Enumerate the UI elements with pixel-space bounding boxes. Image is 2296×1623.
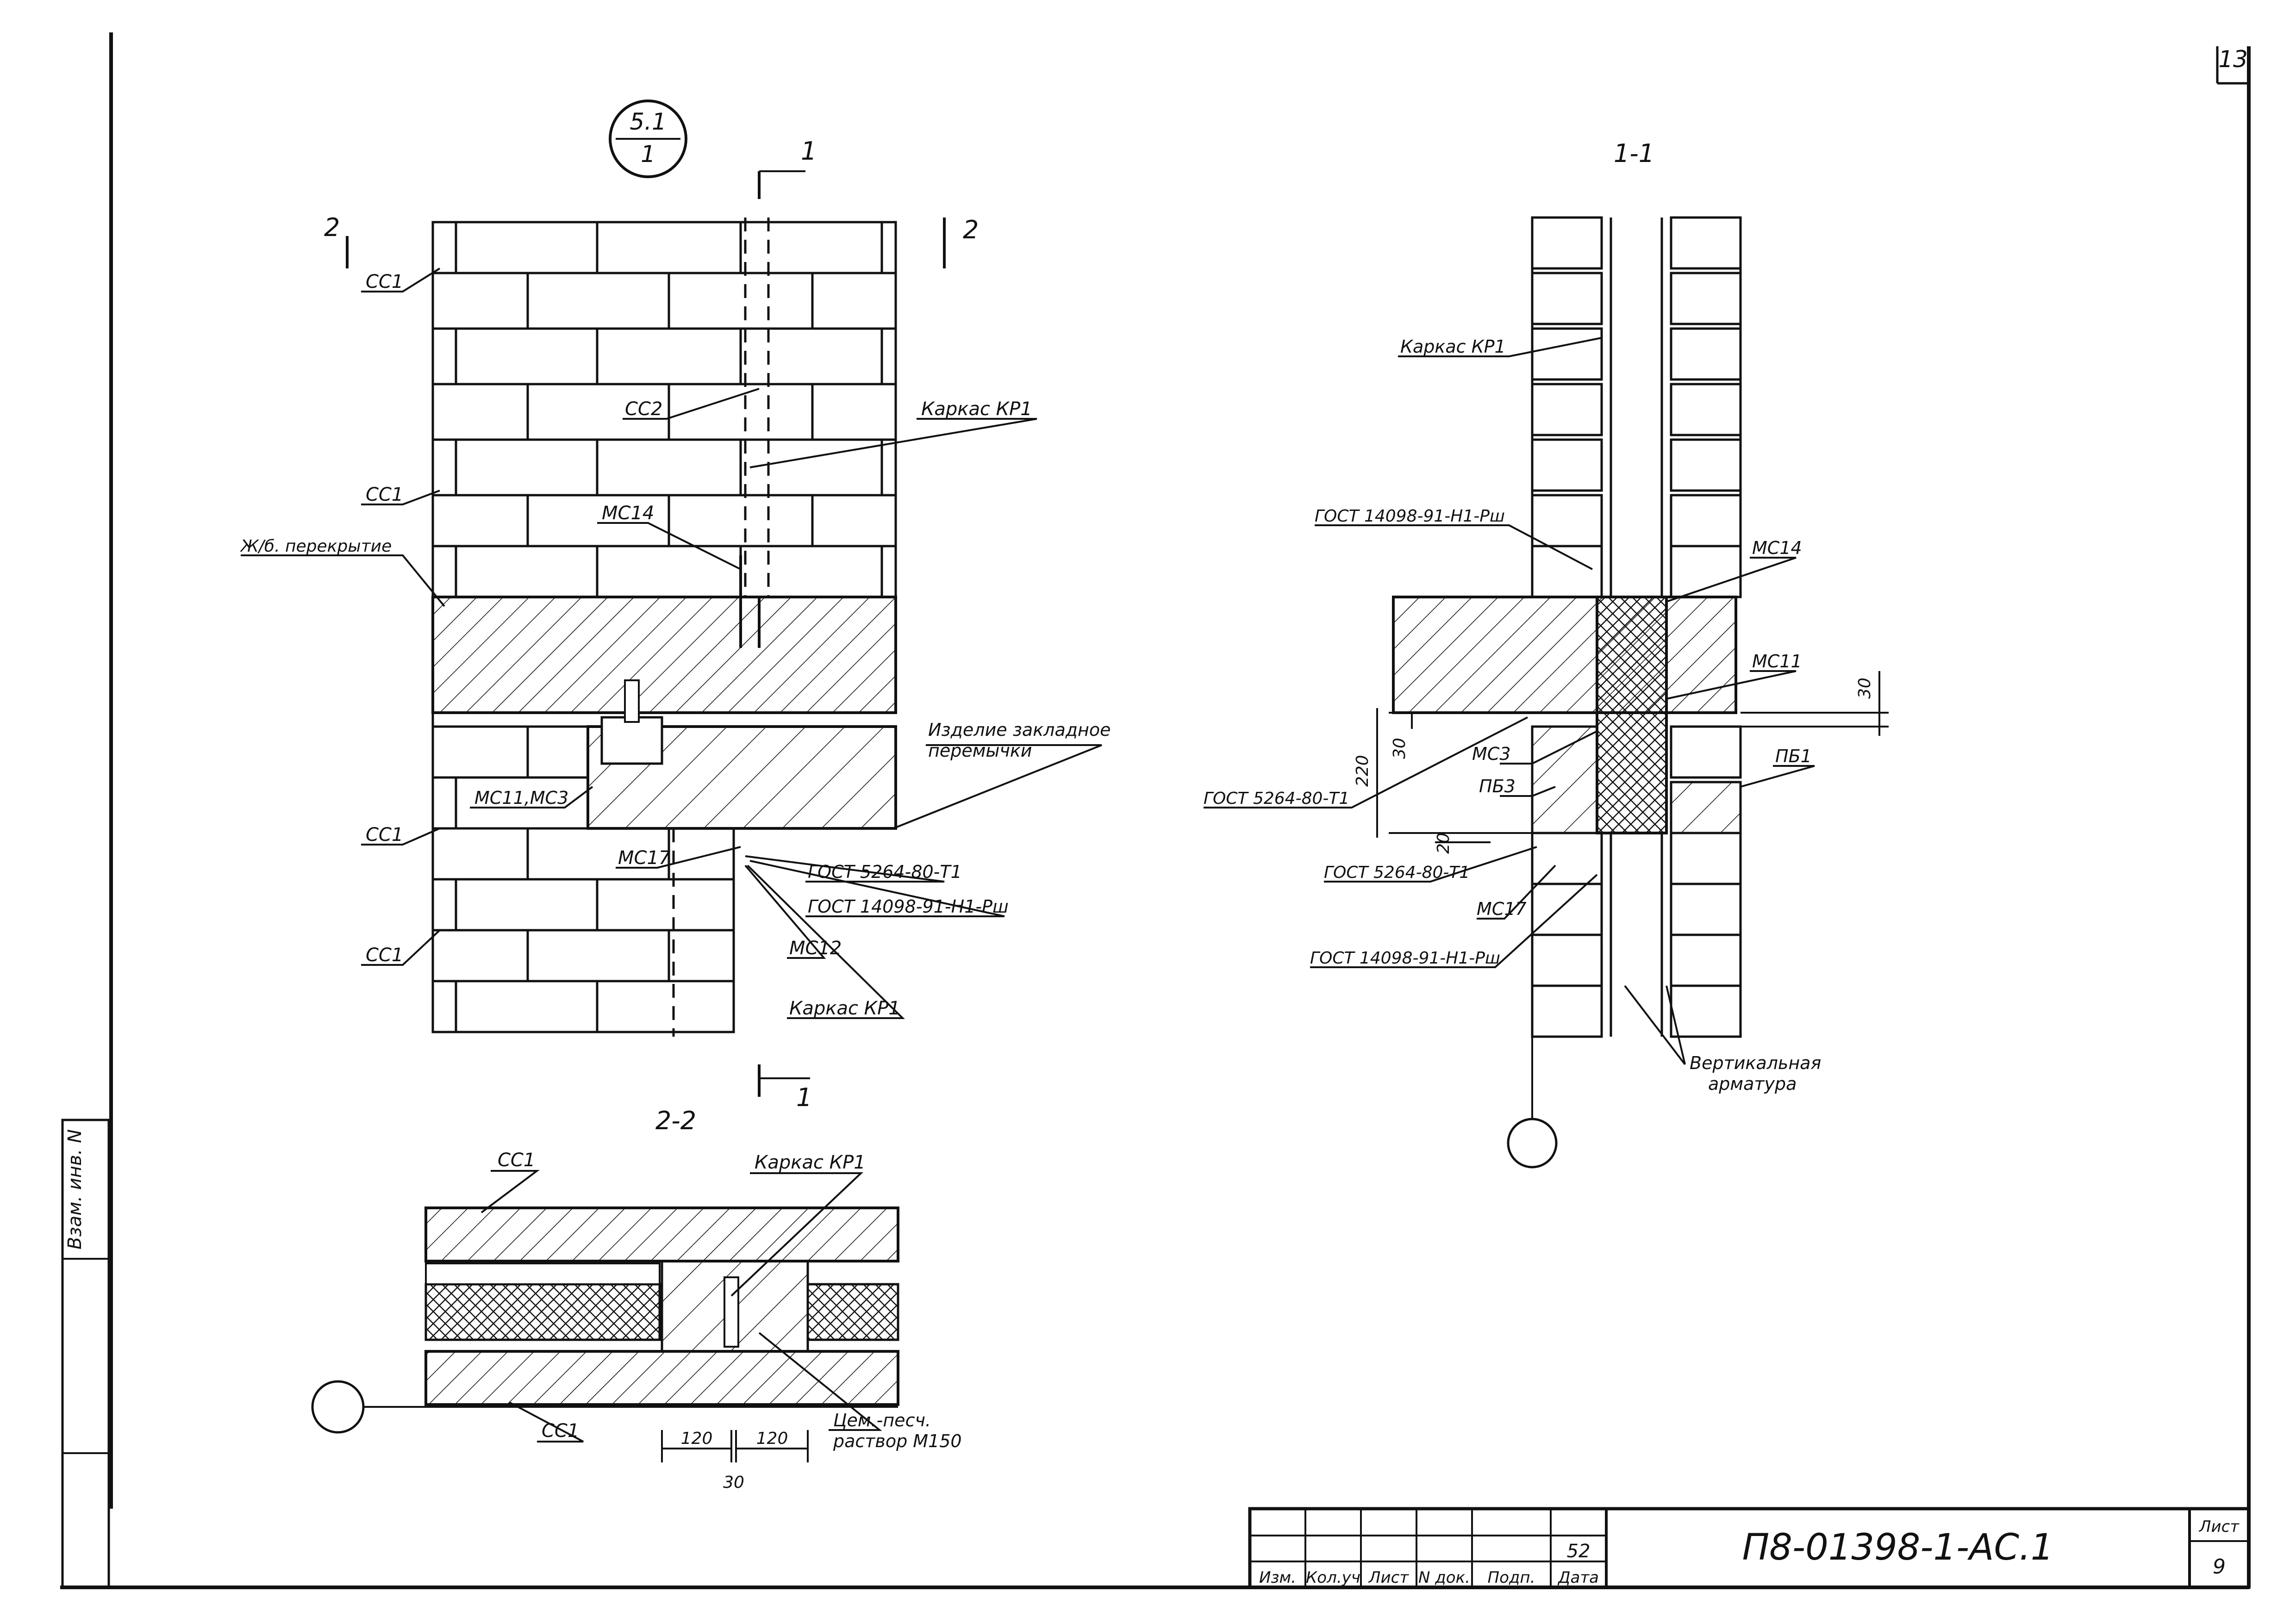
label-mc11-mc3: МС11,МС3 xyxy=(474,788,568,808)
dim-2-2-120b: 120 xyxy=(756,1429,788,1448)
title-col-list: Лист xyxy=(1368,1568,1409,1587)
label-cc1-mid: СС1 xyxy=(366,484,403,505)
title-col-izm: Изм. xyxy=(1259,1568,1296,1587)
label-cc1-low1: СС1 xyxy=(366,824,403,846)
label-1-1-pb1: ПБ1 xyxy=(1775,746,1812,766)
section-1-1-title: 1-1 xyxy=(1614,139,1654,168)
section-1-1-slab xyxy=(1392,596,1737,714)
label-2-2-cc1-top: СС1 xyxy=(498,1150,535,1171)
axis-marker-1-1 xyxy=(1507,1118,1558,1169)
label-slab: Ж/б. перекрытие xyxy=(240,537,392,556)
brick-courses-lower xyxy=(431,713,735,1033)
corner-number: 13 xyxy=(2218,46,2248,73)
side-stamp: Взам. инв. N xyxy=(61,1119,110,1589)
wall-layer-bottom xyxy=(424,1350,899,1406)
label-1-1-vertical2: арматура xyxy=(1708,1074,1797,1094)
label-cc1-top: СС1 xyxy=(366,271,403,292)
sheet-label: Лист xyxy=(2198,1517,2240,1536)
label-1-1-vertical: Вертикальная xyxy=(1690,1053,1821,1073)
dim-1-1-20: 20 xyxy=(1434,833,1453,854)
title-col-koluch: Кол.уч xyxy=(1306,1568,1360,1587)
section-1-1-bricks xyxy=(1531,216,1742,598)
label-1-1-mc14: МС14 xyxy=(1752,538,1802,558)
insulation-left xyxy=(424,1283,661,1341)
section-2-2-title: 2-2 xyxy=(655,1106,696,1135)
label-frame-top: Каркас КР1 xyxy=(921,398,1032,420)
cut-mark-left: 2 xyxy=(324,213,340,242)
lintel-pb3 xyxy=(1531,725,1598,834)
title-col-ndok: N док. xyxy=(1418,1568,1470,1587)
dim-2-2-30: 30 xyxy=(723,1473,744,1492)
label-1-1-mc11: МС11 xyxy=(1752,651,1802,672)
label-2-2-cc1-bottom: СС1 xyxy=(542,1420,579,1442)
sheet-frame: 13 xyxy=(60,32,2251,1589)
label-frame-bottom: Каркас КР1 xyxy=(789,998,900,1019)
insulation-core xyxy=(1596,596,1668,834)
label-1-1-gost-weld2: ГОСТ 5264-80-Т1 xyxy=(1324,863,1470,882)
label-2-2-frame: Каркас КР1 xyxy=(755,1152,866,1173)
elevation-leaders xyxy=(241,267,1102,1019)
callout-top: 5.1 xyxy=(630,108,667,135)
elevation-view: 5.1 1 1 1 2 2 xyxy=(240,99,1111,1112)
label-2-2-mortar2: раствор М150 xyxy=(833,1431,962,1451)
title-col-data: Дата xyxy=(1557,1568,1599,1587)
sheet-number: 9 xyxy=(2213,1555,2226,1579)
dim-1-1-220: 220 xyxy=(1353,755,1372,787)
label-mc17: МС17 xyxy=(618,847,671,869)
lintel-pb1 xyxy=(1670,781,1742,834)
insulation-gap-top xyxy=(425,1262,661,1285)
label-1-1-gost-weld1: ГОСТ 5264-80-Т1 xyxy=(1204,789,1349,808)
section-1-1-bricks-lower xyxy=(1531,725,1742,1038)
label-1-1-mc3: МС3 xyxy=(1472,744,1511,764)
brick-courses-upper xyxy=(431,221,897,598)
label-mc14: МС14 xyxy=(602,503,654,524)
label-cc2: СС2 xyxy=(625,398,662,420)
label-1-1-mc17: МС17 xyxy=(1477,899,1527,919)
cut-mark-right: 2 xyxy=(963,215,979,244)
label-embed2: перемычки xyxy=(928,740,1032,761)
axis-marker-2-2 xyxy=(311,1380,365,1434)
dim-2-2-120a: 120 xyxy=(681,1429,713,1448)
title-col-podp: Подп. xyxy=(1488,1568,1535,1587)
label-2-2-mortar: Цем.-песч. xyxy=(833,1410,931,1430)
label-gost1: ГОСТ 5264-80-Т1 xyxy=(808,862,962,882)
side-stamp-label: Взам. инв. N xyxy=(64,1129,86,1250)
callout-bottom: 1 xyxy=(641,141,655,168)
section-1-1: 1-1 xyxy=(1204,139,1889,1169)
label-gost2: ГОСТ 14098-91-Н1-Рш xyxy=(808,896,1009,917)
section-2-2: 2-2 СС1 Каркас КР1 СС1 Цем.-песч. раство… xyxy=(311,1106,962,1492)
floor-slab xyxy=(431,596,897,714)
label-1-1-frame: Каркас КР1 xyxy=(1400,336,1506,357)
label-mc12: МС12 xyxy=(789,938,842,959)
insulation-right xyxy=(806,1283,899,1341)
label-1-1-gost-top: ГОСТ 14098-91-Н1-Рш xyxy=(1315,507,1505,526)
wall-layer-top xyxy=(424,1206,899,1262)
section-2-2-leaders xyxy=(480,1170,882,1462)
section-1-1-leaders xyxy=(1204,337,1815,1065)
dim-1-1-30-left: 30 xyxy=(1390,738,1409,759)
label-1-1-pb3: ПБ3 xyxy=(1479,776,1516,796)
label-cc1-low2: СС1 xyxy=(366,945,403,966)
dim-1-1-30-top: 30 xyxy=(1855,678,1874,699)
revision-mark: 52 xyxy=(1567,1541,1591,1562)
section-1-1-dims xyxy=(1376,671,1889,843)
document-code: П8-01398-1-АС.1 xyxy=(1742,1527,2054,1568)
title-block: 52 Изм. Кол.уч Лист N док. Подп. Дата П8… xyxy=(1248,1507,2251,1589)
section-mark-bottom: 1 xyxy=(796,1083,812,1112)
label-embed: Изделие закладное xyxy=(928,720,1111,740)
callout-circle xyxy=(609,99,687,178)
label-1-1-gost-bottom: ГОСТ 14098-91-Н1-Рш xyxy=(1310,949,1500,968)
section-mark-top: 1 xyxy=(801,137,817,166)
